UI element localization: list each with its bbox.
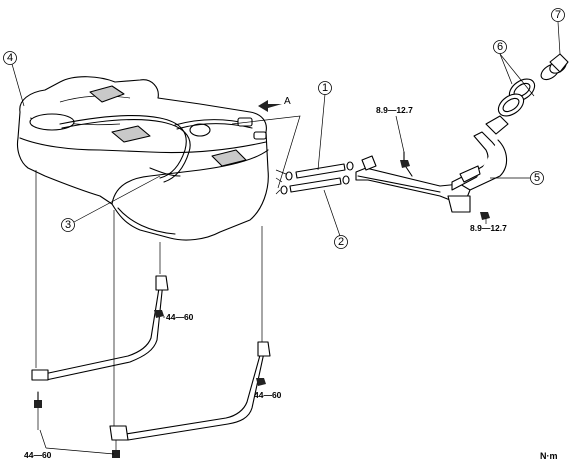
callout-3: 3 (61, 218, 75, 232)
filler-cap-7 (549, 53, 569, 74)
strap-bolt-bottom (112, 450, 120, 458)
view-arrow-a-label: A (284, 96, 291, 107)
svg-text:2: 2 (338, 236, 344, 248)
strap-bolt-rear-lower (256, 378, 266, 386)
strap-bolt-front-upper (154, 310, 164, 318)
filler-pipe-bolt-top (400, 151, 410, 168)
callout-7: 7 (551, 8, 565, 22)
filler-pipe (355, 115, 509, 213)
svg-text:4: 4 (7, 52, 13, 64)
view-arrow-a: A (258, 96, 291, 112)
hose-1 (285, 161, 354, 181)
svg-text:5: 5 (534, 172, 540, 184)
torque-filler-pipe-bottom: 8.9—12.7 (470, 223, 507, 233)
tank-strap-front (31, 275, 169, 381)
filler-pipe-bolt-bottom (480, 212, 490, 220)
filler-neck-seal-6 (497, 78, 536, 117)
callout-6: 6 (493, 40, 507, 54)
fuel-tank (16, 76, 269, 241)
strap-bolt-left (34, 391, 42, 408)
torque-strap-rear-lower: 44—60 (254, 390, 282, 400)
svg-text:1: 1 (322, 82, 328, 94)
callout-2: 2 (334, 235, 348, 249)
svg-text:7: 7 (555, 9, 561, 21)
callout-5: 5 (530, 171, 544, 185)
unit-label: N·m (540, 451, 558, 461)
hose-2 (280, 175, 350, 195)
svg-text:6: 6 (497, 41, 503, 53)
callout-4: 4 (3, 51, 17, 65)
torque-strap-bolts-bottom: 44—60 (24, 450, 52, 460)
tank-strap-rear (109, 341, 271, 441)
svg-text:3: 3 (65, 219, 71, 231)
torque-strap-front-upper: 44—60 (166, 312, 194, 322)
torque-filler-pipe-top: 8.9—12.7 (376, 105, 413, 115)
callout-1: 1 (318, 81, 332, 95)
